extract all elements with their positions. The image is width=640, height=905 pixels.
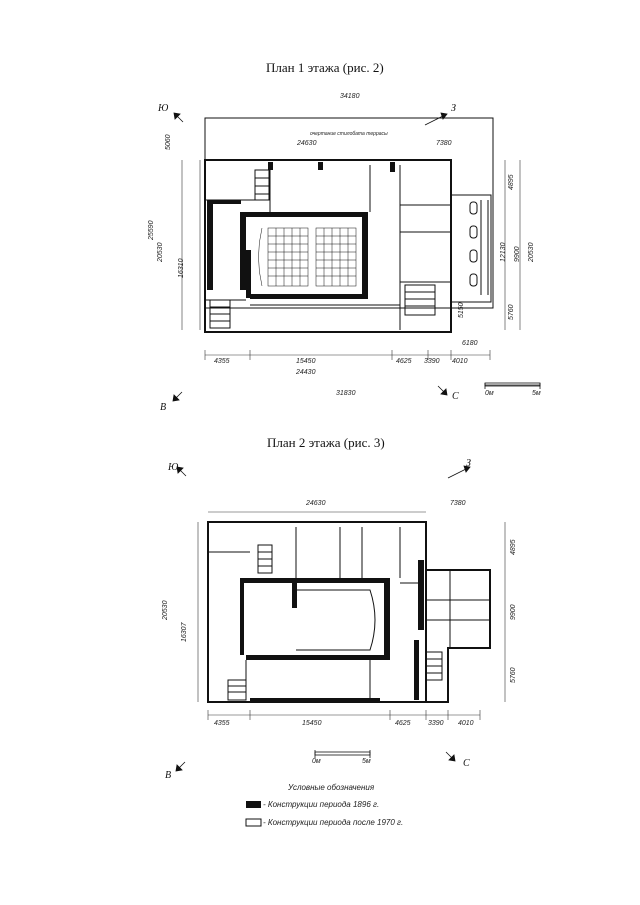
plan2-compass-arrows <box>175 465 471 772</box>
legend-item-1970: - Конструкции периода после 1970 г. <box>263 818 404 827</box>
plan1-partitions <box>205 165 451 330</box>
plan1-dim-bottom-4: 3390 <box>424 358 440 365</box>
plan2-partitions <box>208 527 490 701</box>
plan2-scale-bar <box>314 750 371 758</box>
plan1-dim-top-right: 7380 <box>436 140 452 147</box>
plan1-dimension-lines <box>181 160 521 360</box>
plan2-title: План 2 этажа (рис. 3) <box>267 435 385 450</box>
legend-item-1896: - Конструкции периода 1896 г. <box>263 800 380 809</box>
plan2-scale-start: 0м <box>312 758 321 765</box>
plan1-title: План 1 этажа (рис. 2) <box>266 60 384 75</box>
plan2-compass-south: Ю <box>168 462 179 473</box>
plan1-annex-features <box>469 201 478 287</box>
plan2-compass-east: В <box>165 770 172 781</box>
plan1-scale-end: 5м <box>532 390 541 397</box>
plan2-dim-right-1: 4895 <box>510 539 517 555</box>
plan2-dim-left-inner: 20530 <box>162 600 169 620</box>
plan1-dim-bottom-3: 4625 <box>396 358 412 365</box>
plan1-scale-bar <box>484 382 541 389</box>
plan1-terrace-note: очертание стилобата террасы <box>310 131 388 137</box>
plan2-dim-top-left: 24630 <box>306 500 326 507</box>
plan1-dim-top-left: 24630 <box>297 140 317 147</box>
plan2-dim-right-3: 5760 <box>510 667 517 683</box>
plan1-hall-seats <box>258 227 357 287</box>
plan1-compass-arrows <box>172 112 448 402</box>
plan2-annex-wall <box>426 569 491 703</box>
plan1-scale-start: 0м <box>485 390 494 397</box>
plan1-dim-bottom-extra: 6180 <box>462 340 478 347</box>
legend-swatch-1970 <box>245 818 262 827</box>
plan2-scale-end: 5м <box>362 758 371 765</box>
plan1-compass-south: Ю <box>158 103 169 114</box>
plan2-dim-top-right: 7380 <box>450 500 466 507</box>
legend-title: Условные обозначения <box>288 783 375 792</box>
plan1-dim-bottom-total: 24430 <box>296 369 316 376</box>
plan1-compass-east: В <box>160 402 167 413</box>
plan2-dim-bottom-5: 4010 <box>458 720 474 727</box>
plan2-compass-west: З <box>466 458 471 469</box>
plan2-dim-left-inner2: 16307 <box>181 622 188 642</box>
plan1-dim-bottom-2: 15450 <box>296 358 316 365</box>
plan1-dim-top-total: 34180 <box>340 93 360 100</box>
plan1-compass-north: С <box>452 391 459 402</box>
plan1-compass-west: З <box>451 103 456 114</box>
plan2-1896-walls <box>240 560 424 703</box>
plan2-dim-bottom-3: 4625 <box>395 720 411 727</box>
plan1-annex <box>450 194 492 303</box>
plan2-dim-right-2: 9900 <box>510 604 517 620</box>
plan2-dim-bottom-4: 3390 <box>428 720 444 727</box>
plan2-dim-bottom-2: 15450 <box>302 720 322 727</box>
plan2-dimension-lines <box>197 511 506 720</box>
plan1-dim-bottom-1: 4355 <box>214 358 230 365</box>
plan1-dim-bottom-5: 4010 <box>452 358 468 365</box>
plan2-dim-bottom-1: 4355 <box>214 720 230 727</box>
plan1-dim-bottom-total2: 31830 <box>336 390 356 397</box>
plan2-compass-north: С <box>463 758 470 769</box>
legend-swatch-1896 <box>246 801 261 808</box>
